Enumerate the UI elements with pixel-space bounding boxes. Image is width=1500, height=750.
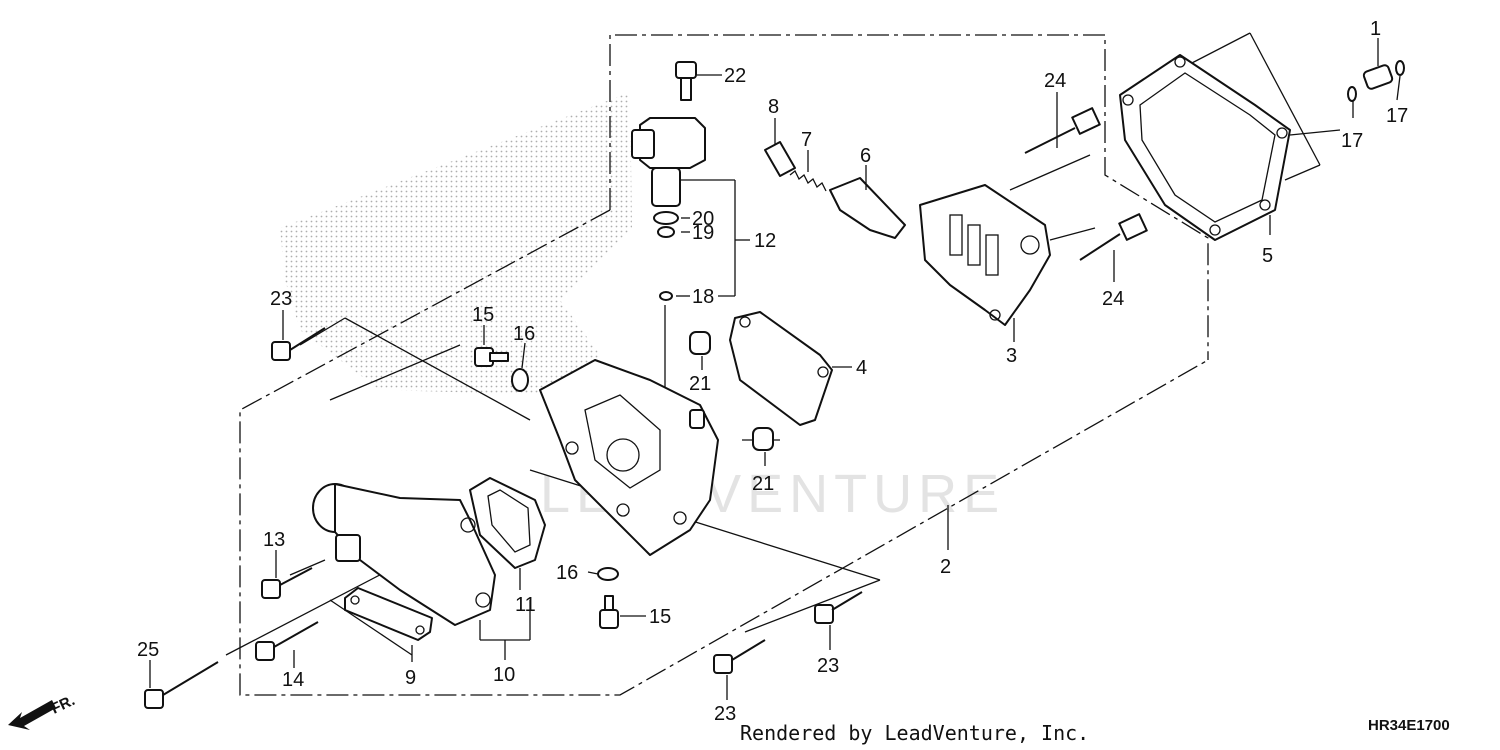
callout-23-left: 23	[270, 288, 292, 310]
callout-11: 11	[515, 594, 536, 616]
washer-16-lower	[597, 567, 619, 581]
bracket-9	[344, 587, 433, 641]
plug-1	[1362, 64, 1394, 90]
callout-labels: 1 2 3 4 5 6 7 8 9 10 11 12 13 14 15 15 1…	[137, 18, 1408, 725]
direction-label: FR.	[49, 692, 78, 718]
callout-8: 8	[768, 96, 779, 118]
callout-13: 13	[263, 529, 285, 551]
diagram-code: HR34E1700	[1368, 717, 1450, 734]
callout-15-lower: 15	[649, 606, 671, 628]
callout-3: 3	[1006, 345, 1017, 367]
stippled-engine-outline	[280, 92, 632, 395]
valve-body-3	[919, 184, 1051, 326]
callout-17-left: 17	[1341, 130, 1363, 152]
callout-2: 2	[940, 556, 951, 578]
callout-4: 4	[856, 357, 867, 379]
gasket-11	[469, 477, 546, 569]
callout-7: 7	[801, 129, 812, 151]
boundary-left	[239, 209, 1209, 696]
callout-22: 22	[724, 65, 746, 87]
callout-19: 19	[692, 222, 714, 244]
gasket-5	[1119, 54, 1291, 241]
callout-9: 9	[405, 667, 416, 689]
bolt-24-lower	[1079, 213, 1148, 261]
gasket-4	[729, 311, 833, 426]
callout-14: 14	[282, 669, 304, 691]
bolt-25	[144, 661, 219, 709]
callout-24-upper: 24	[1044, 70, 1066, 92]
bolt-15-upper	[474, 347, 509, 367]
callout-23-mid: 23	[714, 703, 736, 725]
callout-18: 18	[692, 286, 714, 308]
callout-5: 5	[1262, 245, 1273, 267]
callout-16-upper: 16	[513, 323, 535, 345]
callout-23-right: 23	[817, 655, 839, 677]
callout-15-upper: 15	[472, 304, 494, 326]
callout-6: 6	[860, 145, 871, 167]
callout-20: 20	[692, 208, 714, 230]
front-direction-arrow: FR.	[8, 692, 78, 730]
bolt-22	[675, 61, 697, 101]
callout-24-lower: 24	[1102, 288, 1124, 310]
callout-12: 12	[754, 230, 776, 252]
bolt-14	[255, 621, 319, 661]
bolt-15-lower	[599, 595, 619, 629]
bolt-13	[261, 567, 313, 599]
housing-2	[539, 359, 719, 556]
bolt-23-left	[271, 327, 326, 361]
callout-17-right: 17	[1386, 105, 1408, 127]
bolt-23-right	[814, 591, 863, 624]
washer-17	[1347, 60, 1405, 102]
callout-16-lower: 16	[556, 562, 578, 584]
callout-25: 25	[137, 639, 159, 661]
bolt-23-mid	[713, 639, 766, 674]
callout-21-lower: 21	[752, 473, 774, 495]
valve-6	[829, 177, 906, 239]
spring-7	[789, 169, 827, 192]
boundary-upper	[609, 34, 1209, 360]
callout-leaders	[149, 38, 1401, 700]
callout-21-upper: 21	[689, 373, 711, 395]
callout-10: 10	[493, 664, 515, 686]
dowel-21	[689, 331, 774, 451]
render-credit: Rendered by LeadVenture, Inc.	[740, 721, 1089, 745]
washer-16-upper	[511, 368, 529, 392]
spacer-8	[764, 141, 796, 177]
solenoid-12	[631, 117, 706, 301]
callout-1: 1	[1370, 18, 1381, 40]
solenoid-assembly-10	[312, 483, 496, 626]
bolt-24-upper	[1024, 107, 1101, 154]
